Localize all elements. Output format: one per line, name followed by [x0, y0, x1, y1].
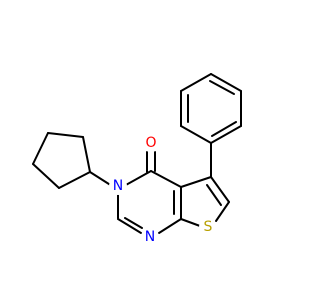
bond-ph1-ph2	[210, 125, 242, 144]
bond-n1-c7a	[158, 218, 182, 234]
bond-cp4-cp5	[32, 163, 60, 189]
bond-c5-c6-double	[206, 184, 222, 206]
bond-s-c7a	[180, 218, 201, 227]
bond-ph-inner-1	[211, 121, 237, 137]
atom-label-n3: N	[113, 178, 123, 194]
bond-n3-cp	[89, 171, 113, 187]
bond-c5-c6	[210, 176, 230, 203]
bond-c2-n1	[117, 218, 142, 234]
atom-label-n1: N	[145, 229, 155, 245]
atom-labels: O N N S	[109, 134, 217, 246]
atom-label-s: S	[204, 219, 213, 235]
bond-ph3-ph4	[210, 73, 242, 92]
bond-ph6-ph1	[180, 125, 212, 144]
structure-diagram: O N N S	[32, 73, 242, 246]
bonds	[32, 73, 242, 234]
bond-c4-n3	[123, 170, 152, 187]
bond-ph-inner-2	[209, 80, 235, 95]
bond-ph4-ph5	[180, 73, 212, 92]
atom-sulfur: S	[199, 218, 217, 236]
atom-label-o: O	[145, 135, 156, 151]
bond-c2-n1-double	[124, 217, 143, 229]
bond-c6-s	[215, 201, 230, 222]
bond-c4a-c5	[180, 176, 212, 188]
atom-nitrogen-3: N	[109, 177, 127, 195]
bond-cp1-cp2	[82, 136, 91, 173]
bond-cp3-cp4	[32, 132, 49, 165]
bond-c4a-c4	[150, 170, 182, 188]
atom-nitrogen-1: N	[141, 228, 159, 246]
bond-cp5-cp1	[58, 171, 91, 189]
atom-oxygen: O	[142, 134, 160, 152]
bond-cp2-cp3	[47, 132, 84, 138]
